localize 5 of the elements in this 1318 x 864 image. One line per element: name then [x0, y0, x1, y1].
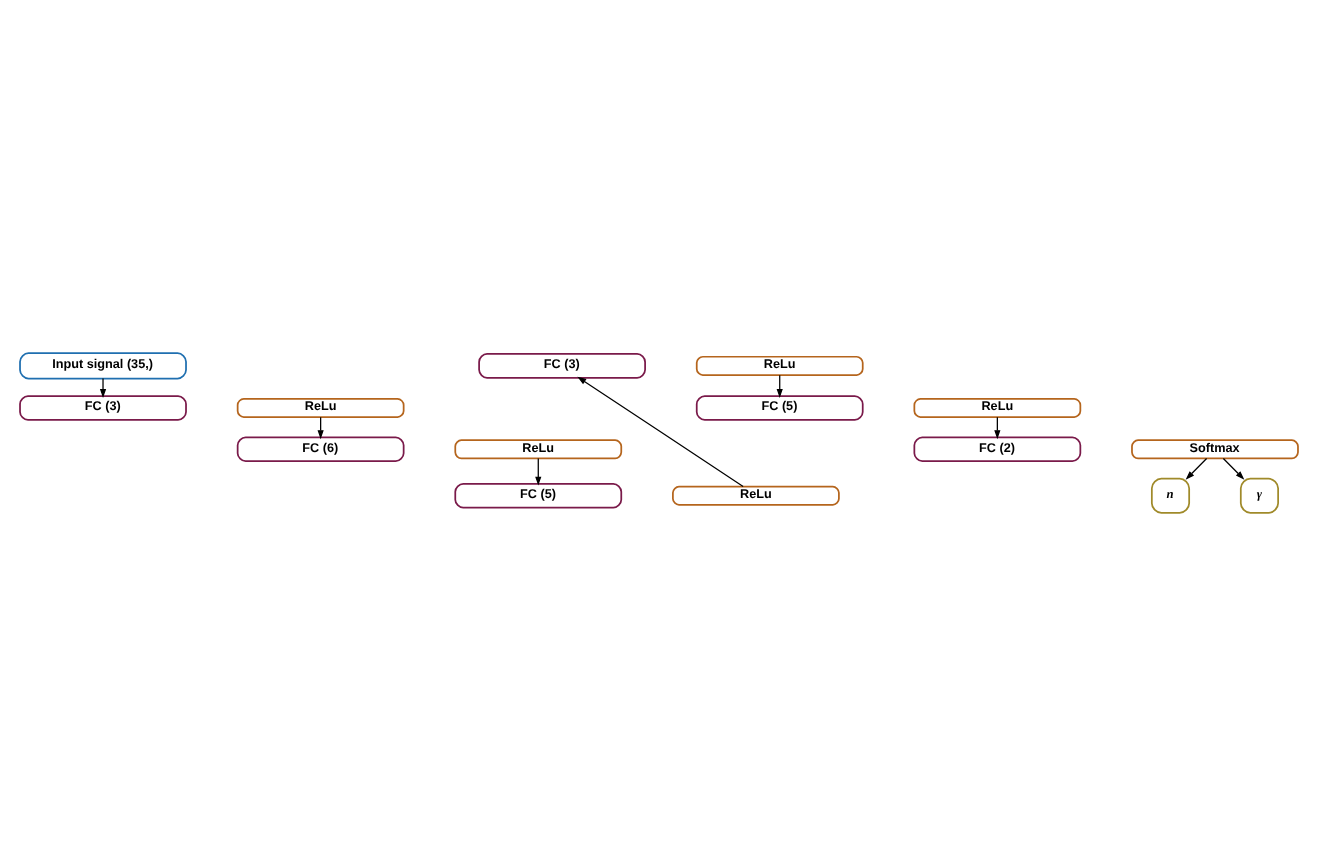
arrow [1222, 456, 1245, 479]
arrow [535, 456, 542, 485]
arrow [577, 375, 744, 487]
arrow [99, 377, 107, 397]
arrow [1185, 456, 1208, 479]
